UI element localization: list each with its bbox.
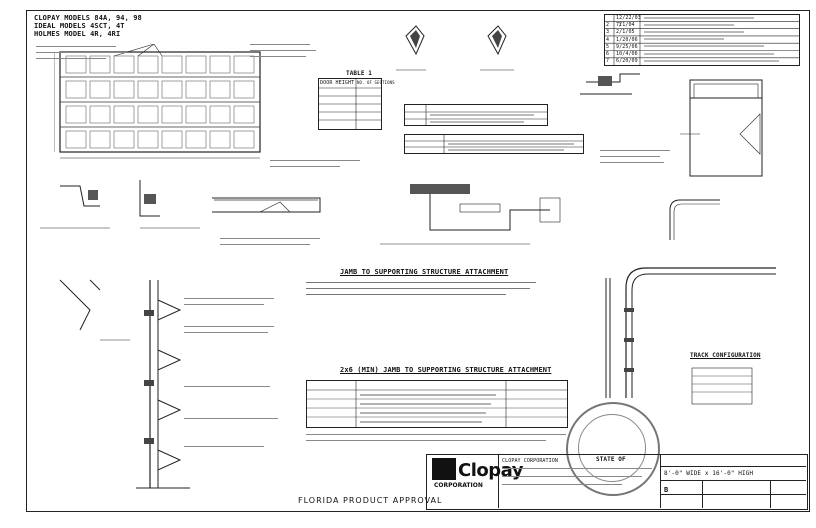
clopay-logo-text: Clopay	[458, 460, 523, 481]
jamb-attachment-detail	[380, 184, 561, 245]
clopay-logo-icon	[432, 458, 456, 480]
seal-state-text: STATE OF	[596, 456, 626, 463]
rev-date: 2/1/05	[616, 29, 635, 35]
rev-no: 7	[606, 58, 610, 64]
rev-no: 4	[606, 37, 610, 43]
rev-date: 6/20/09	[616, 58, 638, 64]
rev-no: 2	[606, 22, 610, 28]
rev-date: 1/20/06	[616, 37, 638, 43]
seal-inner-ring	[578, 414, 646, 482]
engineer-seal	[566, 402, 660, 496]
drawing-title: 8'-0" WIDE x 16'-0" HIGH	[664, 470, 754, 477]
strut-details	[396, 25, 514, 71]
table1-col1: DOOR HEIGHT	[320, 80, 355, 86]
company-name: CLOPAY CORPORATION	[502, 458, 558, 464]
track-configuration-drawing	[605, 267, 776, 405]
table1-grid	[318, 78, 382, 130]
rev-date: 10/4/06	[616, 51, 638, 57]
jamb-heading-2: 2x6 (MIN) JAMB TO SUPPORTING STRUCTURE A…	[340, 366, 552, 374]
jamb-bracket-detail	[580, 73, 640, 95]
rev-date: 9/25/06	[616, 44, 638, 50]
model-line-3: HOLMES MODEL 4R, 4RI	[34, 30, 121, 38]
footer-title: FLORIDA PRODUCT APPROVAL	[298, 496, 443, 505]
title-block	[426, 454, 808, 510]
strut-profile	[212, 197, 321, 213]
spec-table	[404, 104, 548, 126]
vertical-section-drawing	[59, 279, 190, 489]
rev-no: 6	[606, 51, 610, 57]
table1-title: TABLE 1	[346, 70, 372, 77]
track-config-heading: TRACK CONFIGURATION	[690, 352, 761, 359]
rev-date: 12/22/03	[616, 15, 641, 21]
rev-date: 7/1/04	[616, 22, 635, 28]
section-joint-details	[40, 180, 200, 229]
rev-no: 3	[606, 29, 610, 35]
table1-col2: NO. OF SECTIONS	[357, 80, 395, 85]
hardware-table	[404, 134, 584, 154]
jamb-heading-1: JAMB TO SUPPORTING STRUCTURE ATTACHMENT	[340, 268, 509, 276]
rev-no: 1	[618, 22, 622, 29]
sheet-rev: B	[664, 486, 669, 494]
corporation-label: CORPORATION	[434, 482, 483, 489]
rev-no: 5	[606, 44, 610, 50]
model-line-1: CLOPAY MODELS 84A, 94, 98	[34, 14, 142, 22]
revision-table	[604, 14, 800, 66]
fastener-table	[306, 380, 568, 428]
door-elevation-drawing	[54, 44, 261, 159]
sheet-border	[26, 10, 810, 512]
header-section-detail	[680, 79, 763, 177]
track-bracket-detail	[669, 199, 720, 240]
model-line-2: IDEAL MODELS 4SCT, 4T	[34, 22, 125, 30]
